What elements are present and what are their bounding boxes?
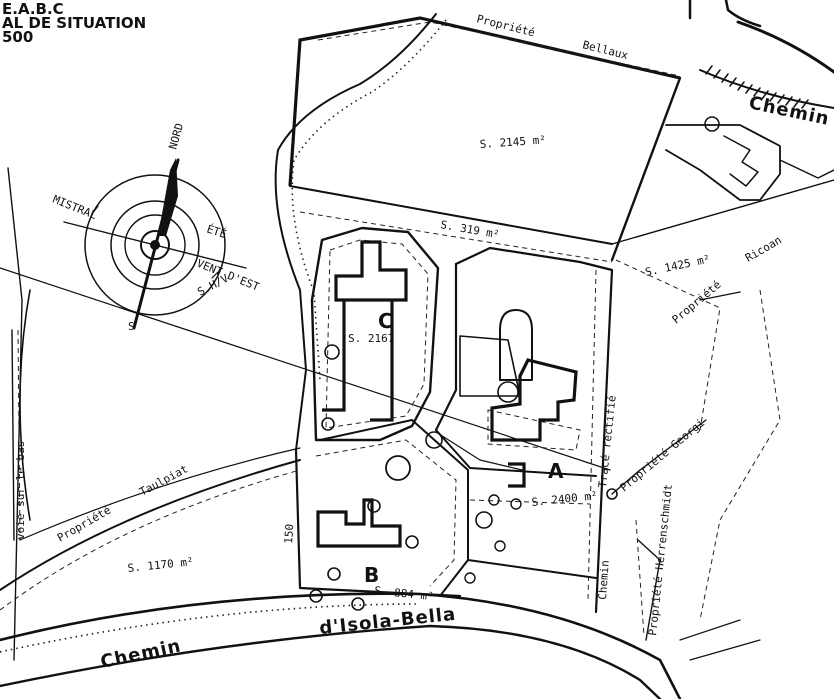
- ricoan-label-2: Ricoan: [743, 233, 784, 264]
- area-1425: S. 1425 m²: [644, 252, 711, 278]
- parcel-b-letter: B: [364, 563, 379, 587]
- parcel-c: C S. 2167: [310, 226, 440, 442]
- title-block: E.A.B.C AL DE SITUATION 500: [2, 0, 146, 46]
- area-top: S. 2145 m²: [479, 133, 546, 151]
- compass-s: S: [128, 320, 135, 333]
- road-label-bottom-2: d'Isola-Bella: [318, 604, 457, 639]
- parcel-a: Tracé rectifié A S. 2400 m² Chemin: [434, 246, 619, 614]
- parcel-ricoan: S. 1425 m² Ricoan Propriété Propriété Ge…: [606, 179, 834, 641]
- parcel-middle: [425, 429, 597, 584]
- bellaux-label-2: Bellaux: [581, 38, 629, 62]
- compass-ete: ÉTÉ: [205, 222, 228, 241]
- area-1170: S. 1170 m²: [127, 555, 194, 575]
- trace-label: Tracé rectifié: [596, 395, 619, 489]
- title-line-2: AL DE SITUATION: [2, 14, 146, 32]
- right-boundary: [679, 289, 781, 661]
- taulpiat-label-1: Propriété: [55, 504, 113, 545]
- compass-nord: NORD: [166, 122, 186, 151]
- access-path-left: [274, 13, 447, 451]
- ricoan-label-1: Propriété: [670, 278, 724, 326]
- road-label-bottom-1: Chemin: [99, 635, 184, 673]
- parcel-top: Propriété Bellaux S. 2145 m²: [288, 12, 682, 262]
- left-vertical-label: voie sur le bas: [14, 441, 27, 540]
- parcel-a-letter: A: [548, 459, 564, 483]
- bellaux-label-1: Propriété: [475, 12, 536, 39]
- reference-line: [0, 267, 611, 471]
- area-a: S. 2400 m²: [531, 489, 598, 509]
- road-isola-bella: Chemin d'Isola-Bella: [0, 592, 682, 699]
- title-line-3: 500: [2, 28, 33, 46]
- chemin-vertical-label: Chemin: [596, 560, 612, 601]
- title-line-1: E.A.B.C: [2, 0, 64, 18]
- parcel-b: B S. 884 m² 150: [282, 419, 469, 611]
- neighbor-buildings: [665, 116, 834, 201]
- parcel-left: voie sur le bas Propriété Taulpiat S. 11…: [0, 167, 301, 661]
- compass-rose: NORD MISTRAL ÉTÉ VENT D'EST S.H/V S: [51, 122, 262, 333]
- georgi-label: Propriété Georgi: [618, 416, 708, 494]
- parcel-c-letter: C: [378, 309, 393, 333]
- road-chemin-top: Chemin d': [688, 0, 834, 136]
- tree-symbol: [704, 116, 720, 132]
- area-150: 150: [282, 523, 296, 544]
- area-c: S. 2167: [348, 332, 394, 345]
- compass-mistral: MISTRAL: [51, 193, 99, 223]
- parcel-319: S. 319 m²: [299, 211, 613, 263]
